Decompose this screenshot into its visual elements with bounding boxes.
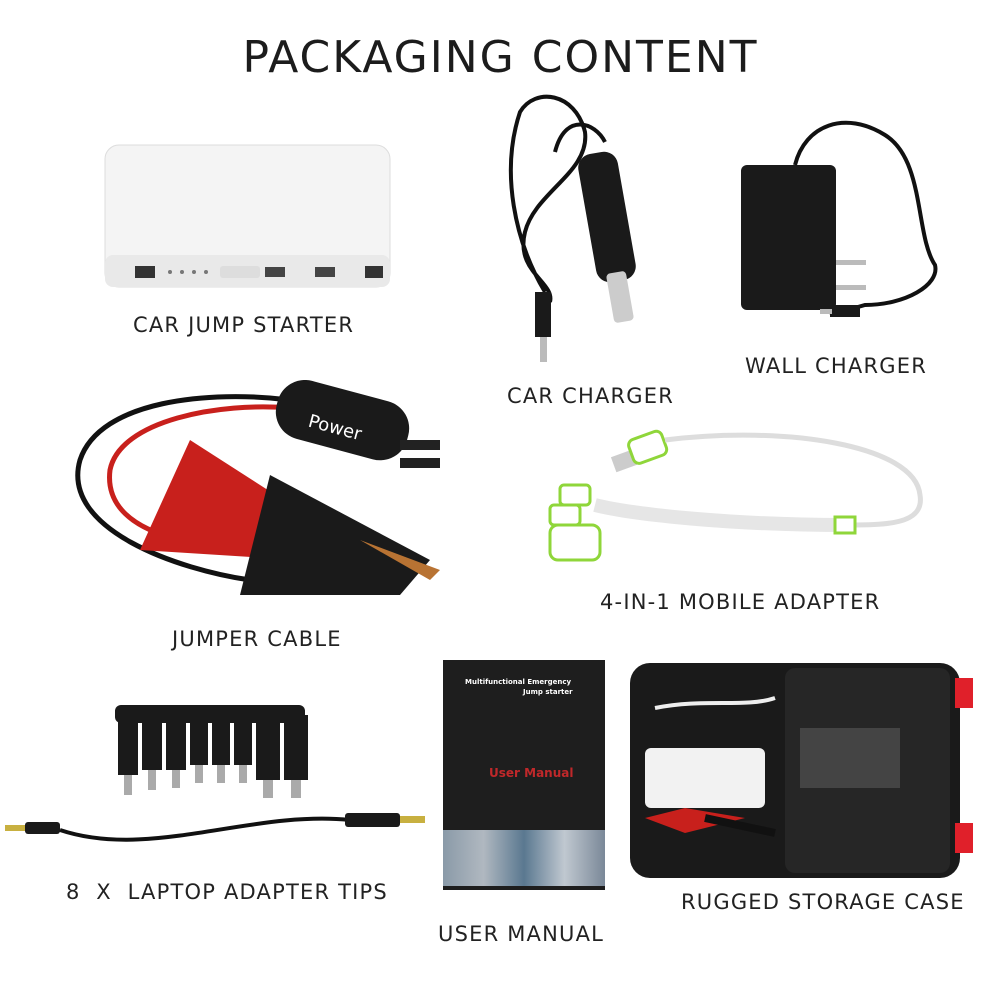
car-charger-label: CAR CHARGER [507,384,675,408]
user-manual-label: USER MANUAL [438,922,605,946]
manual-photo-strip [443,830,605,886]
page-title: PACKAGING CONTENT [242,32,759,83]
jumper-cable-image: Power [75,380,440,595]
wall-charger-image [741,120,938,317]
car-jump-starter-image [104,144,391,288]
mobile-adapter-image [548,429,923,562]
laptop-adapter-tips-label: 8 X LAPTOP ADAPTER TIPS [66,880,388,904]
wall-charger-label: WALL CHARGER [745,354,928,378]
user-manual-image: Multifunctional Emergency Jump starter U… [443,660,605,890]
car-charger-image [508,94,636,362]
storage-case-label: RUGGED STORAGE CASE [681,890,965,914]
laptop-adapter-tips-image [5,705,425,842]
manual-cover-title: User Manual [489,766,574,780]
mobile-adapter-label: 4-IN-1 MOBILE ADAPTER [600,590,881,614]
manual-cover-subtitle-1: Multifunctional Emergency [465,678,572,686]
jumper-cable-label: JUMPER CABLE [172,627,342,651]
manual-cover-subtitle-2: Jump starter [523,688,573,696]
storage-case-image [630,663,973,878]
car-jump-starter-label: CAR JUMP STARTER [133,313,355,337]
